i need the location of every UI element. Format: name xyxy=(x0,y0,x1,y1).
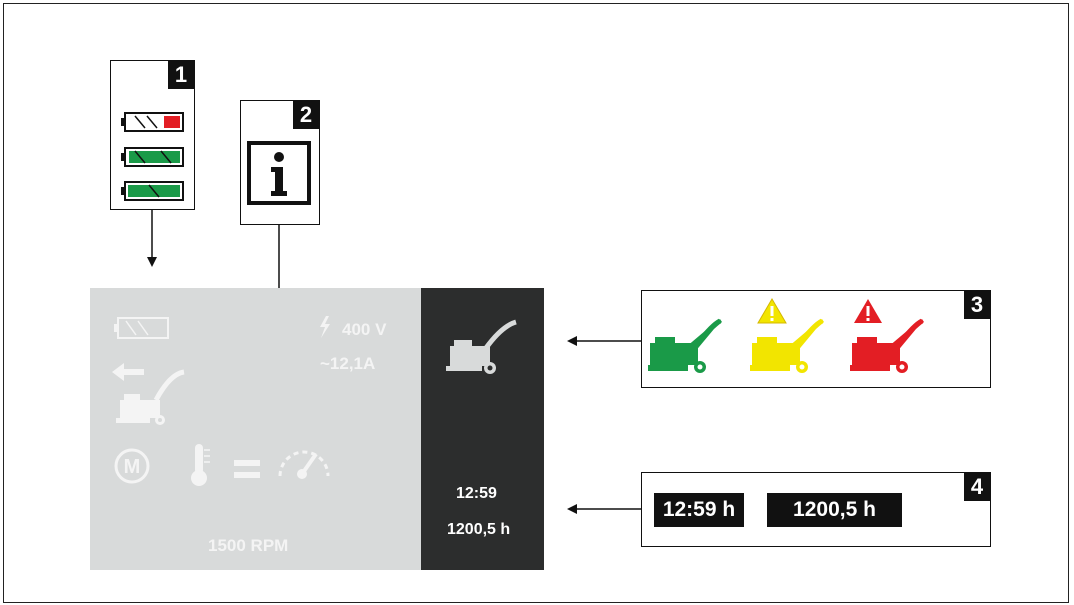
screen-info-icons: M xyxy=(112,316,330,486)
warning-triangle-icon xyxy=(757,298,787,324)
motor-icon: M xyxy=(114,448,150,484)
callout-machine-states: 3 xyxy=(641,290,991,388)
callout-number-1: 1 xyxy=(168,61,194,89)
clock-time-box: 12:59 h xyxy=(654,493,744,527)
callout-number-2: 2 xyxy=(293,101,319,129)
machine-alarm-icon xyxy=(850,299,924,373)
thermometer-icon xyxy=(191,444,210,486)
control-display-screen: M 400 V ~12,1A 1500 RPM xyxy=(90,288,544,570)
machine-warning-icon xyxy=(750,298,824,373)
callout-time-display: 4 12:59 h 1200,5 h xyxy=(641,472,991,547)
voltage-readout: 400 V xyxy=(342,320,387,339)
speedometer-icon xyxy=(278,450,330,479)
outer-frame xyxy=(3,3,1069,603)
callout-battery-levels: 1 xyxy=(110,60,195,210)
screen-machine-icon-wrap xyxy=(446,319,517,374)
machine-state-icons xyxy=(648,298,924,373)
svg-text:M: M xyxy=(124,456,141,478)
alarm-triangle-icon xyxy=(854,299,882,323)
battery-full-icon xyxy=(121,181,184,201)
machine-status-icon xyxy=(446,319,517,374)
operating-hours-readout: 1200,5 h xyxy=(447,521,511,538)
battery-status-icon xyxy=(114,317,169,339)
equals-icon xyxy=(234,460,260,478)
rpm-readout: 1500 RPM xyxy=(208,536,289,555)
callout-number-3: 3 xyxy=(964,291,990,319)
machine-ok-icon xyxy=(648,318,722,373)
info-icon xyxy=(247,141,311,205)
current-readout: ~12,1A xyxy=(320,354,376,373)
battery-level-icons xyxy=(121,112,184,201)
move-machine-icon xyxy=(112,363,185,425)
battery-low-icon xyxy=(121,112,184,132)
operating-hours-box: 1200,5 h xyxy=(767,493,902,527)
callout-info: 2 xyxy=(240,100,320,225)
lightning-icon xyxy=(320,316,330,338)
screen-status-panel xyxy=(421,288,544,570)
battery-medium-icon xyxy=(121,147,184,167)
screen-info-panel: M 400 V ~12,1A 1500 RPM xyxy=(90,288,421,570)
clock-readout: 12:59 xyxy=(456,485,497,502)
callout-number-4: 4 xyxy=(964,473,990,501)
